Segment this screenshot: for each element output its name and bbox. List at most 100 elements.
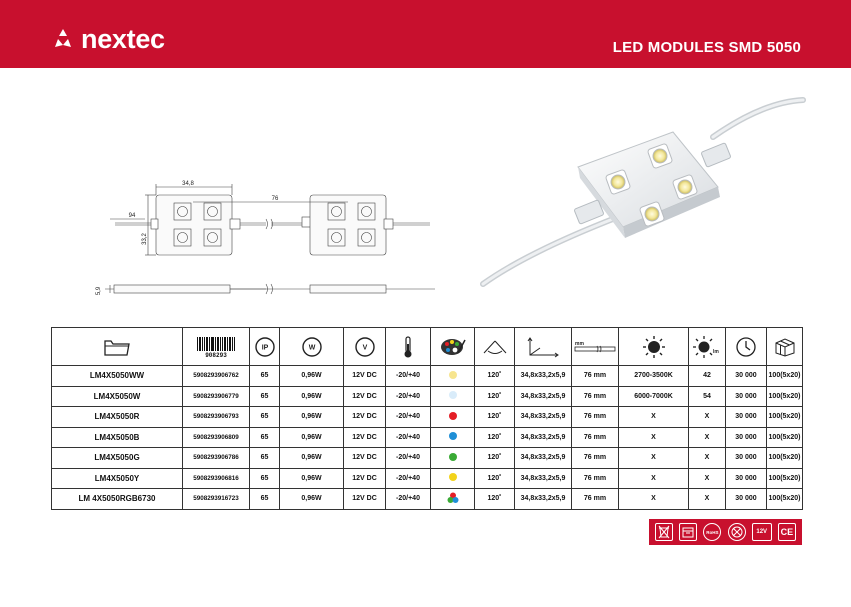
color-temperature-icon	[642, 335, 665, 358]
ip-cell: 65	[249, 467, 280, 489]
color-dot	[448, 473, 457, 482]
voltage-cell: 12V DC	[343, 426, 386, 448]
lifetime-cell: 30 000	[725, 467, 767, 489]
power-cell: 0,96W	[279, 426, 344, 448]
package-cell: 100(5x20)	[766, 447, 803, 469]
power-cell: 0,96W	[279, 467, 344, 489]
ean-cell: 5908293906762	[182, 365, 250, 387]
package-icon	[775, 337, 794, 357]
ip-icon: IP	[254, 336, 275, 357]
temperature-cell: -20/+40	[385, 447, 431, 469]
svg-text:lm: lm	[713, 349, 719, 355]
ip-cell: 65	[249, 365, 280, 387]
lifetime-icon	[736, 336, 756, 357]
color-dot	[448, 432, 457, 441]
ean-cell: 5908293916723	[182, 488, 250, 510]
brand-name: nextec	[81, 23, 165, 54]
luminous-flux-cell: X	[688, 406, 726, 428]
color-temperature-cell: 2700-3500K	[618, 365, 689, 387]
model-cell: LM4X5050Y	[51, 467, 183, 489]
col-luminous-flux: lm	[688, 327, 726, 366]
dim-thickness-label: 5,9	[96, 286, 102, 295]
temperature-cell: -20/+40	[385, 406, 431, 428]
col-dimensions	[514, 327, 572, 366]
spacing-cell: 76 mm	[571, 447, 619, 469]
col-voltage: V	[343, 327, 386, 366]
luminous-flux-cell: 42	[688, 365, 726, 387]
weee-bin-icon	[655, 523, 674, 541]
dimensions-cell: 34,8x33,2x5,9	[514, 406, 572, 428]
spacing-cell: 76 mm	[571, 426, 619, 448]
folder-icon	[104, 339, 130, 356]
col-color	[430, 327, 475, 366]
color-dot	[448, 370, 457, 379]
col-temperature	[385, 327, 431, 366]
luminous-flux-cell: X	[688, 426, 726, 448]
barcode-digits: 908293	[205, 352, 227, 358]
spacing-cell: 76 mm	[571, 406, 619, 428]
package-cell: 100(5x20)	[766, 406, 803, 428]
beam-angle-cell: 120˚	[474, 447, 515, 469]
color-palette-icon	[440, 338, 466, 355]
beam-angle-icon	[483, 340, 506, 354]
color-temperature-cell: X	[618, 467, 689, 489]
power-cell: 0,96W	[279, 365, 344, 387]
color-dot	[448, 391, 457, 400]
brand-logo: nextec	[50, 24, 165, 54]
ean-cell: 5908293906816	[182, 467, 250, 489]
lifetime-cell: 30 000	[725, 406, 767, 428]
power-cell: 0,96W	[279, 488, 344, 510]
color-dot	[448, 411, 457, 420]
color-cell	[430, 385, 475, 407]
lifetime-cell: 30 000	[725, 426, 767, 448]
thermometer-icon	[404, 335, 412, 357]
beam-angle-cell: 120˚	[474, 488, 515, 510]
col-lifetime	[725, 327, 767, 366]
ean-cell: 5908293906786	[182, 447, 250, 469]
dimensions-cell: 34,8x33,2x5,9	[514, 467, 572, 489]
package-cell: 100(5x20)	[766, 365, 803, 387]
power-cell: 0,96W	[279, 385, 344, 407]
col-beam-angle	[474, 327, 515, 366]
spacing-cell: 76 mm	[571, 488, 619, 510]
temperature-cell: -20/+40	[385, 365, 431, 387]
dim-height-label: 33,2	[142, 233, 148, 245]
ip-cell: 65	[249, 447, 280, 469]
power-cell: 0,96W	[279, 406, 344, 428]
luminous-flux-cell: X	[688, 447, 726, 469]
voltage-cell: 12V DC	[343, 447, 386, 469]
dim-left-label: 94	[129, 213, 136, 219]
recycle-icon	[679, 523, 698, 541]
temperature-cell: -20/+40	[385, 488, 431, 510]
col-ip: IP	[249, 327, 280, 366]
color-cell	[430, 447, 475, 469]
voltage-icon: V	[354, 336, 375, 357]
dimensions-cell: 34,8x33,2x5,9	[514, 426, 572, 448]
beam-angle-cell: 120˚	[474, 426, 515, 448]
ip-cell: 65	[249, 426, 280, 448]
color-cell	[430, 467, 475, 489]
voltage-cell: 12V DC	[343, 467, 386, 489]
voltage-cell: 12V DC	[343, 385, 386, 407]
color-cell	[430, 426, 475, 448]
color-temperature-cell: X	[618, 488, 689, 510]
color-cell	[430, 365, 475, 387]
col-ean: 908293	[182, 327, 250, 366]
model-cell: LM4X5050W	[51, 385, 183, 407]
lifetime-cell: 30 000	[725, 488, 767, 510]
model-cell: LM 4X5050RGB6730	[51, 488, 183, 510]
rgb-dot-icon	[447, 492, 458, 503]
luminous-flux-cell: X	[688, 488, 726, 510]
dim-width-label: 34,8	[182, 181, 194, 187]
lifetime-cell: 30 000	[725, 385, 767, 407]
ean-cell: 5908293906809	[182, 426, 250, 448]
voltage-cell: 12V DC	[343, 406, 386, 428]
lifetime-cell: 30 000	[725, 365, 767, 387]
voltage-cell: 12V DC	[343, 365, 386, 387]
spacing-cell: 76 mm	[571, 385, 619, 407]
model-cell: LM4X5050R	[51, 406, 183, 428]
color-temperature-cell: X	[618, 447, 689, 469]
